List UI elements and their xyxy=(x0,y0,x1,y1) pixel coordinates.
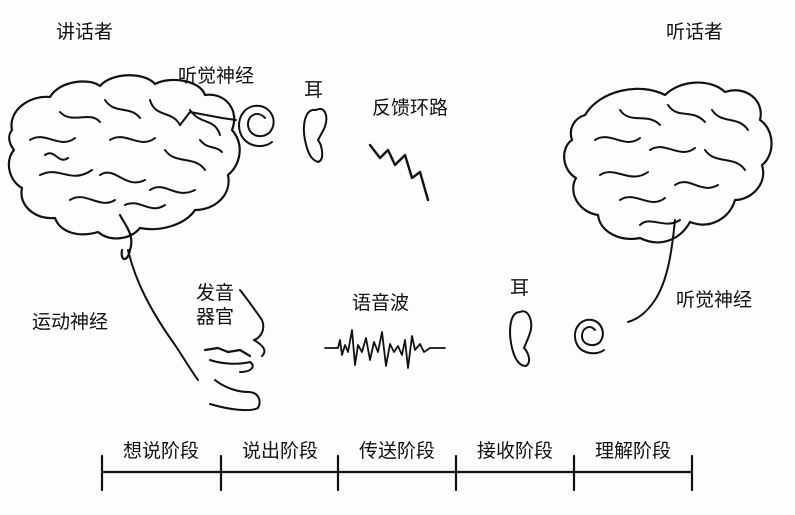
speaker-label: 讲话者 xyxy=(56,21,114,43)
speaker-ear-icon xyxy=(302,107,328,163)
motor-nerve-label: 运动神经 xyxy=(32,311,109,333)
vocal-organ-label-line1: 发音 xyxy=(196,282,235,304)
listener-label: 听话者 xyxy=(666,21,724,43)
sound-wave-graphic xyxy=(324,329,446,369)
ear-right-label: 耳 xyxy=(510,277,530,299)
listener-cochlea-icon xyxy=(574,318,605,355)
auditory-nerve-left-label: 听觉神经 xyxy=(178,65,255,87)
listener-ear-icon xyxy=(509,310,533,367)
feedback-loop-icon xyxy=(368,143,430,202)
stage-label-understand: 理解阶段 xyxy=(594,440,671,462)
auditory-nerve-right-label: 听觉神经 xyxy=(676,289,753,311)
stage-label-think: 想说阶段 xyxy=(122,440,199,462)
vocal-organ-label-line2: 器官 xyxy=(196,306,235,328)
feedback-loop-label: 反馈环路 xyxy=(372,97,449,119)
stage-label-receive: 接收阶段 xyxy=(476,440,553,462)
stage-label-transmit: 传送阶段 xyxy=(358,440,435,462)
vocal-organ-icon xyxy=(203,289,266,412)
ear-top-label: 耳 xyxy=(304,79,324,101)
stage-label-speak: 说出阶段 xyxy=(241,440,318,462)
speaker-brain xyxy=(7,74,241,381)
listener-brain xyxy=(563,81,773,323)
stage-timeline xyxy=(100,454,694,492)
sound-wave-label: 语音波 xyxy=(352,292,410,314)
speaker-cochlea-icon xyxy=(238,104,275,148)
